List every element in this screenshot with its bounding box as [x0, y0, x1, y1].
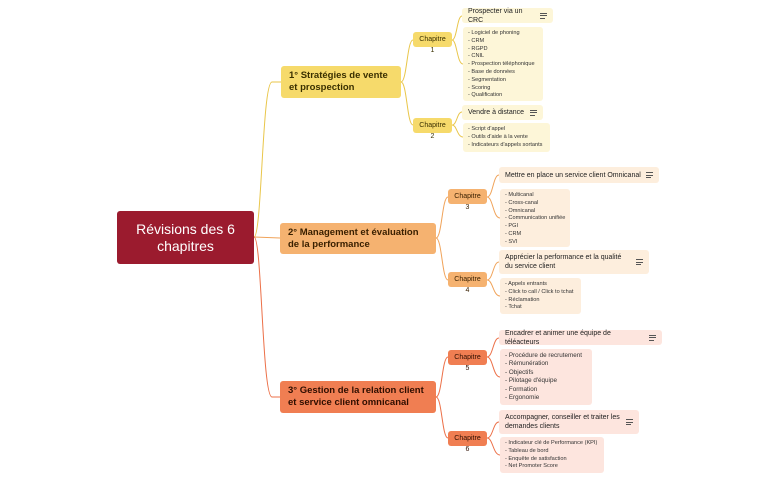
topic-label: Accompagner, conseiller et traiter les d… — [505, 414, 620, 430]
list-item: - Cross-canal — [505, 199, 539, 206]
list-item: - Logiciel de phoning — [468, 30, 520, 36]
chapter-5-node[interactable]: Chapitre 5 — [448, 350, 487, 372]
topic-label: Vendre à distance — [468, 109, 525, 116]
list-item: - Objectifs — [505, 368, 534, 376]
notes-icon[interactable] — [649, 334, 656, 341]
chapter-3-details[interactable]: - Multicanal - Cross-canal - Omnicanal -… — [500, 189, 570, 247]
list-item: - SVI — [505, 238, 518, 245]
notes-icon[interactable] — [636, 259, 643, 265]
chapter-2-node[interactable]: Chapitre 2 — [413, 118, 452, 140]
notes-icon[interactable] — [646, 172, 653, 178]
topic-chapter-1[interactable]: Prospecter via un CRC — [462, 7, 553, 24]
list-item: - Réclamation — [505, 296, 540, 303]
notes-icon[interactable] — [530, 109, 537, 116]
list-item: - Tchat — [505, 304, 522, 311]
branch-1-strategies[interactable]: 1° Stratégies de vente et prospection — [281, 66, 401, 98]
list-item: - Indicateurs d'appels sortants — [468, 141, 543, 148]
branch-2-management[interactable]: 2° Management et évaluation de la perfor… — [280, 223, 436, 254]
topic-label: Prospecter via un CRC — [468, 7, 523, 24]
chapter-6-node[interactable]: Chapitre 6 — [448, 431, 487, 453]
chapter-2-details[interactable]: - Script d'appel - Outils d'aide à la ve… — [463, 123, 550, 152]
list-item: - Pilotage d'équipe — [505, 377, 557, 385]
topic-label: Encadrer et animer une équipe de téléact… — [505, 329, 611, 346]
list-item: - Net Promoter Score — [505, 463, 558, 470]
list-item: - Formation — [505, 385, 538, 393]
notes-icon[interactable] — [626, 419, 633, 425]
list-item: - Outils d'aide à la vente — [468, 133, 528, 140]
list-item: - Multicanal — [505, 192, 534, 198]
list-item: - Indicateur clé de Performance (KPI) — [505, 440, 598, 446]
branch-3-relation-client[interactable]: 3° Gestion de la relation client et serv… — [280, 381, 436, 413]
list-item: - Base de données — [468, 68, 515, 75]
list-item: - CRM — [468, 37, 485, 44]
topic-chapter-5[interactable]: Encadrer et animer une équipe de téléact… — [499, 329, 662, 346]
list-item: - Tableau de bord — [505, 447, 549, 454]
topic-chapter-6[interactable]: Accompagner, conseiller et traiter les d… — [499, 410, 639, 434]
list-item: - Communication unifiée — [505, 215, 566, 222]
list-item: - Qualification — [468, 92, 503, 99]
list-item: - Procédure de recrutement — [505, 352, 582, 359]
topic-chapter-4[interactable]: Apprécier la performance et la qualité d… — [499, 250, 649, 274]
chapter-1-node[interactable]: Chapitre 1 — [413, 32, 452, 54]
topic-chapter-3[interactable]: Mettre en place un service client Omnica… — [499, 167, 659, 183]
list-item: - Scoring — [468, 84, 491, 91]
list-item: - Ergonomie — [505, 394, 540, 402]
list-item: - Omnicanal — [505, 207, 536, 214]
topic-chapter-2[interactable]: Vendre à distance — [462, 105, 543, 120]
chapter-3-node[interactable]: Chapitre 3 — [448, 189, 487, 211]
chapter-1-details[interactable]: - Logiciel de phoning - CRM - RGPD - CNI… — [463, 27, 543, 101]
topic-label: Apprécier la performance et la qualité d… — [505, 254, 622, 270]
chapter-6-details[interactable]: - Indicateur clé de Performance (KPI) - … — [500, 437, 604, 473]
list-item: - PGI — [505, 223, 519, 230]
list-item: - Click to call / Click to tchat — [505, 288, 574, 295]
list-item: - Segmentation — [468, 76, 506, 83]
list-item: - Script d'appel — [468, 126, 506, 132]
chapter-5-details[interactable]: - Procédure de recrutement - Rémunératio… — [500, 349, 592, 405]
central-topic[interactable]: Révisions des 6 chapitres — [117, 211, 254, 264]
notes-icon[interactable] — [540, 12, 547, 19]
list-item: - Appels entrants — [505, 281, 547, 287]
list-item: - Prospection téléphonique — [468, 61, 535, 68]
list-item: - Enquête de satisfaction — [505, 455, 567, 462]
list-item: - RGPD — [468, 45, 488, 52]
chapter-4-details[interactable]: - Appels entrants - Click to call / Clic… — [500, 278, 581, 314]
topic-label: Mettre en place un service client Omnica… — [505, 171, 641, 179]
list-item: - CRM — [505, 230, 522, 237]
chapter-4-node[interactable]: Chapitre 4 — [448, 272, 487, 294]
list-item: - Rémunération — [505, 360, 549, 368]
list-item: - CNIL — [468, 53, 485, 60]
